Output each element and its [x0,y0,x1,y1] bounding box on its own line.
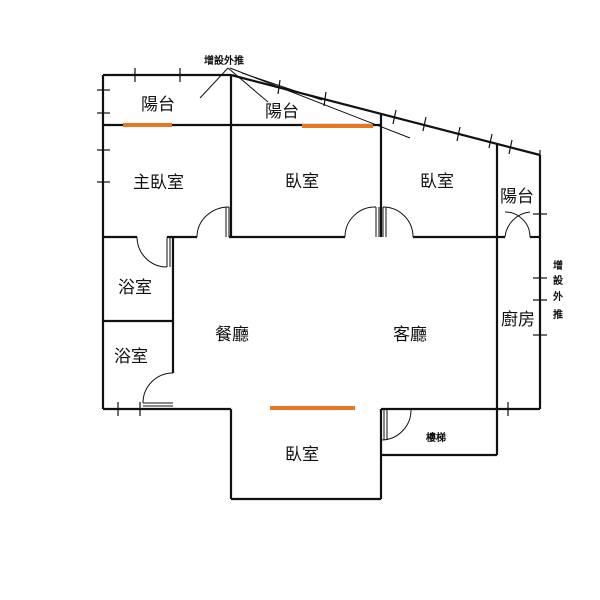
label-balcony-3: 陽台 [500,187,534,207]
label-bedroom-3: 臥室 [285,445,319,465]
label-stairs: 樓梯 [426,431,446,444]
label-bathroom-1: 浴室 [118,278,152,298]
right-wall-note-char-3: 外 [552,290,563,303]
label-balcony-1: 陽台 [141,95,175,115]
door-master-bedroom[interactable] [196,206,230,238]
label-kitchen: 廚房 [501,309,535,330]
room-labels: 陽台 陽台 主臥室 臥室 臥室 陽台 浴室 浴室 餐廳 客廳 廚房 臥室 樓梯 [114,95,535,465]
door-bedroom-1[interactable] [344,206,380,238]
label-bedroom-1: 臥室 [285,172,319,192]
doors [136,206,531,441]
outer-walls [101,73,542,501]
annotations: 增設外推 增 設 外 推 [204,54,564,321]
annotation-leaders [199,67,411,139]
right-wall-note-char-1: 增 [553,259,563,272]
door-balcony-3[interactable] [504,211,531,238]
right-wall-note-char-2: 設 [553,274,564,287]
right-wall-note-char-4: 推 [553,308,563,321]
door-bathroom-1[interactable] [136,236,171,268]
label-balcony-2: 陽台 [265,102,299,122]
window-marks [123,123,373,410]
top-wall-note: 增設外推 [204,54,244,67]
label-bathroom-2: 浴室 [114,347,148,367]
label-bedroom-2: 臥室 [420,172,454,192]
door-bathroom-2[interactable] [142,372,174,407]
door-bedroom-3[interactable] [380,408,412,441]
label-dining-room: 餐廳 [215,325,249,345]
label-master-bedroom: 主臥室 [133,173,184,193]
label-living-room: 客廳 [393,325,427,345]
wall-ticks [97,68,547,416]
door-bedroom-2[interactable] [382,206,414,238]
